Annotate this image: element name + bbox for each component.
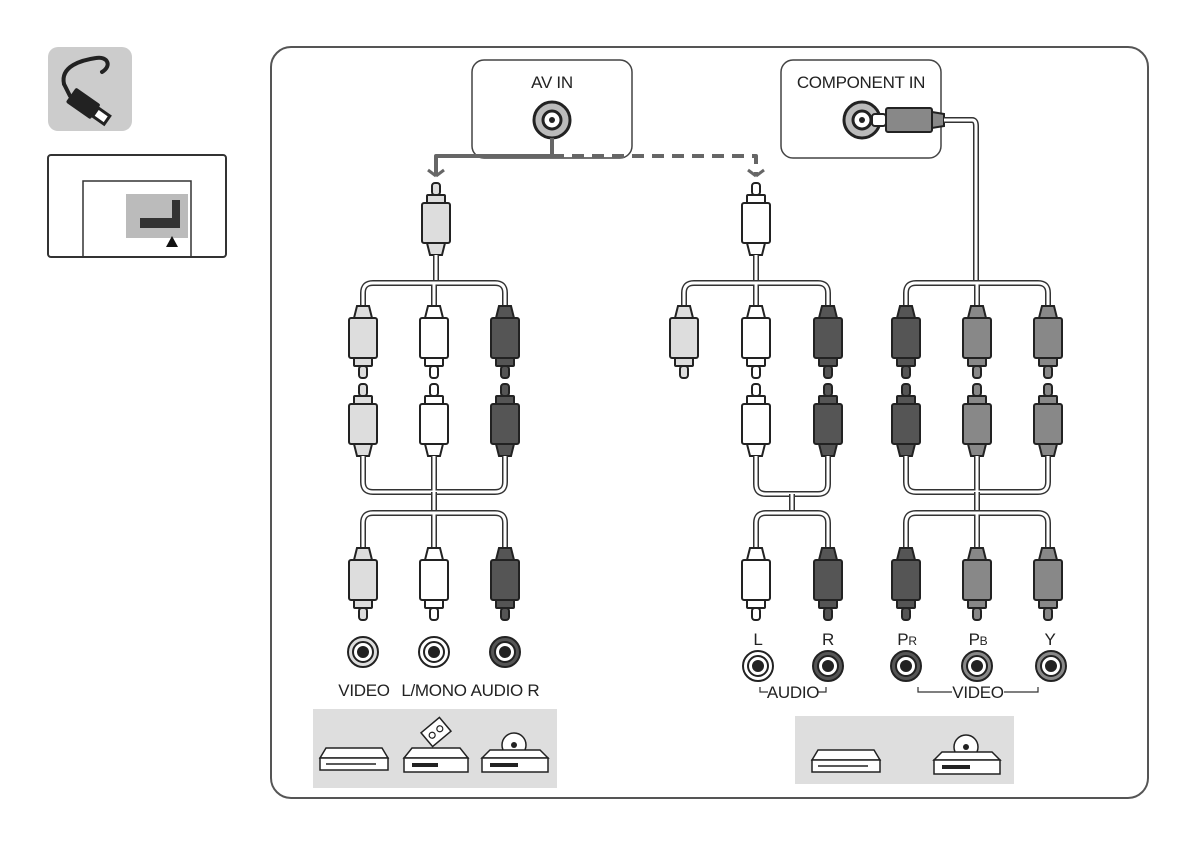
jack-label-audio-r: AUDIO R (471, 681, 540, 700)
jack-label-l: L (753, 630, 762, 649)
jack-label-l-mono: L/MONO (401, 681, 466, 700)
av-in-jack-1 (348, 637, 378, 667)
cable-icon (48, 47, 132, 131)
av-in-jack-2 (419, 637, 449, 667)
video-group-label: VIDEO (952, 683, 1003, 702)
jack-label-y: Y (1044, 630, 1055, 649)
audio-jack-r (813, 651, 843, 681)
vcr-icon (812, 750, 880, 772)
jack-label-video: VIDEO (338, 681, 389, 700)
component-in-port-box: COMPONENT IN (781, 60, 944, 158)
jack-label-r: R (822, 630, 834, 649)
av-in-device-panel (313, 709, 557, 788)
component-jack-3 (1036, 651, 1066, 681)
audio-group-label: AUDIO (767, 683, 819, 702)
av-in-jack-3 (490, 637, 520, 667)
component-jack-2 (962, 651, 992, 681)
vcr-icon (320, 748, 388, 770)
port-location-icon (48, 155, 226, 257)
component-jack-1 (891, 651, 921, 681)
component-device-panel (795, 716, 1014, 784)
component-in-title: COMPONENT IN (797, 73, 925, 92)
av-in-jack-labels: VIDEO L/MONO AUDIO R (338, 681, 539, 700)
audio-jack-l (743, 651, 773, 681)
av-in-title: AV IN (531, 73, 573, 92)
